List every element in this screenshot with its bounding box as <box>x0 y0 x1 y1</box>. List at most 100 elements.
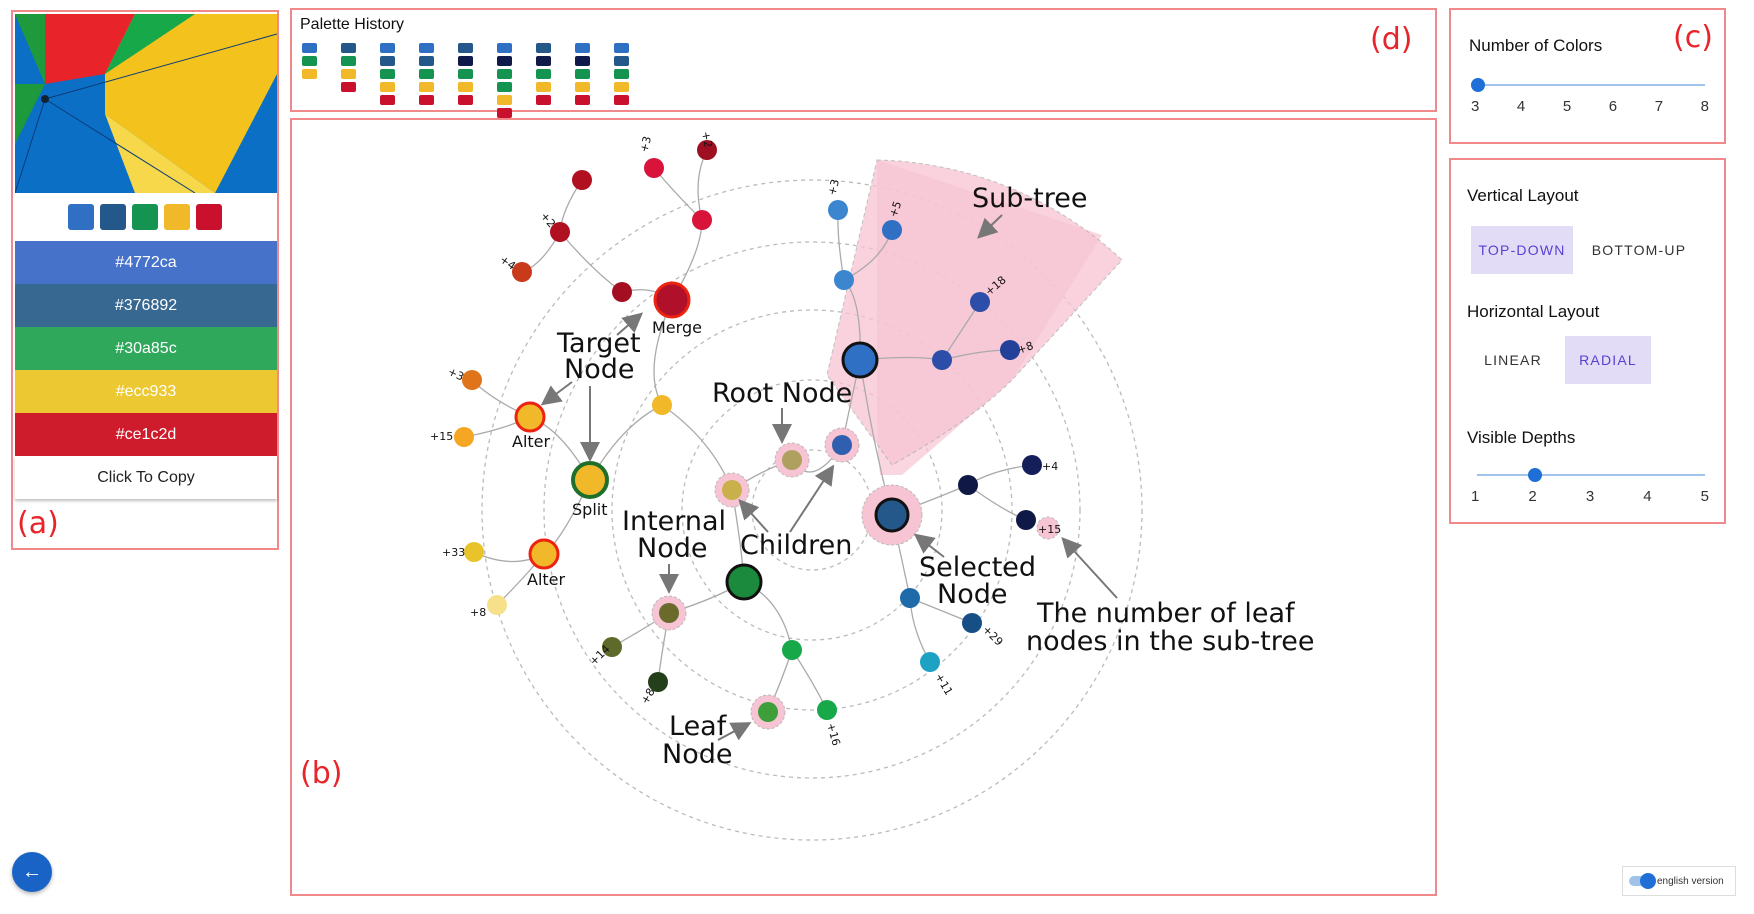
history-color-chip <box>419 82 434 92</box>
palette-history-item[interactable] <box>497 43 513 121</box>
leaf-count: +3 <box>637 135 654 154</box>
history-color-chip <box>380 95 395 105</box>
leaf-count: +29 <box>980 623 1006 649</box>
history-color-chip <box>302 43 317 53</box>
leaf-count-annotation: nodes in the sub-tree <box>1026 626 1315 657</box>
leaf-count: +11 <box>932 671 955 698</box>
bottom-up-button[interactable]: BOTTOM-UP <box>1591 242 1687 258</box>
number-of-colors-slider-thumb[interactable] <box>1471 78 1485 92</box>
palette-history-item[interactable] <box>419 43 435 108</box>
history-color-chip <box>536 82 551 92</box>
slider-tick-label: 6 <box>1608 98 1618 115</box>
palette-swatch[interactable] <box>196 204 222 230</box>
slider-tick-label: 1 <box>1471 488 1480 505</box>
split-label: Split <box>572 500 607 519</box>
panel-d-label: (d) <box>1370 22 1413 57</box>
palette-history-item[interactable] <box>536 43 552 108</box>
history-color-chip <box>497 95 512 105</box>
panel-a-label: (a) <box>17 506 59 541</box>
leaf-count: +8 <box>1016 339 1036 357</box>
history-color-chip <box>458 82 473 92</box>
selected-node-annotation: Node <box>937 579 1007 610</box>
visible-depths-title: Visible Depths <box>1467 428 1576 447</box>
history-color-chip <box>614 56 629 66</box>
number-of-colors-title: Number of Colors <box>1469 36 1603 55</box>
color-item[interactable]: #ce1c2d <box>15 413 277 456</box>
history-color-chip <box>497 69 512 79</box>
leaf-node-annotation: Leaf <box>669 711 728 742</box>
palette-history-item[interactable] <box>341 43 357 95</box>
palette-swatch[interactable] <box>132 204 158 230</box>
palette-history-item[interactable] <box>575 43 591 108</box>
visible-depths-slider-thumb[interactable] <box>1528 468 1542 482</box>
history-color-chip <box>536 56 551 66</box>
palette-swatch[interactable] <box>164 204 190 230</box>
slider-tick-label: 7 <box>1654 98 1664 115</box>
history-color-chip <box>575 95 590 105</box>
leaf-count: +8 <box>470 606 486 619</box>
number-of-colors-slider[interactable] <box>1477 84 1705 86</box>
merge-label: Merge <box>652 318 702 337</box>
slider-tick-label: 3 <box>1585 488 1595 505</box>
color-item[interactable]: #376892 <box>15 284 277 327</box>
back-button[interactable]: ← <box>12 852 52 892</box>
arrow-left-icon: ← <box>22 860 42 883</box>
visible-depths-slider[interactable] <box>1477 474 1705 476</box>
history-color-chip <box>458 56 473 66</box>
history-color-chip <box>380 43 395 53</box>
target-node-annotation: Target <box>556 328 641 359</box>
history-color-chip <box>341 69 356 79</box>
toggle-switch[interactable] <box>1629 873 1656 889</box>
language-toggle[interactable]: english version <box>1622 866 1736 896</box>
palette-history-panel: Palette History (d) <box>290 8 1437 118</box>
slider-tick-label: 5 <box>1562 98 1572 115</box>
history-color-chip <box>575 56 590 66</box>
alter-label: Alter <box>527 570 566 589</box>
palette-swatch[interactable] <box>68 204 94 230</box>
click-to-copy-button[interactable]: Click To Copy <box>15 456 277 499</box>
palette-tree-panel: +3 +2 +2 +4 +3 +5 +18 +8 +3 +15 +4 +15 +… <box>290 118 1437 896</box>
subtree-annotation: Sub-tree <box>972 183 1087 214</box>
palette-history-item[interactable] <box>614 43 630 108</box>
source-image <box>15 14 277 193</box>
leaf-count: +4 <box>1042 460 1058 473</box>
history-color-chip <box>419 56 434 66</box>
history-color-chip <box>458 69 473 79</box>
palette-swatches <box>13 204 277 230</box>
linear-button[interactable]: LINEAR <box>1484 352 1542 368</box>
history-color-chip <box>380 69 395 79</box>
history-color-chip <box>536 69 551 79</box>
color-item[interactable]: #4772ca <box>15 241 277 284</box>
palette-swatch[interactable] <box>100 204 126 230</box>
slider-tick-label: 8 <box>1700 98 1709 115</box>
top-down-button[interactable]: TOP-DOWN <box>1471 226 1573 274</box>
color-item[interactable]: #ecc933 <box>15 370 277 413</box>
history-color-chip <box>458 95 473 105</box>
history-color-chip <box>536 95 551 105</box>
history-color-chip <box>536 43 551 53</box>
history-color-chip <box>302 56 317 66</box>
history-color-chip <box>458 43 473 53</box>
radial-tree: +3 +2 +2 +4 +3 +5 +18 +8 +3 +15 +4 +15 +… <box>430 130 1315 841</box>
palette-history-item[interactable] <box>380 43 396 108</box>
color-item[interactable]: #30a85c <box>15 327 277 370</box>
internal-node-annotation: Node <box>637 533 707 564</box>
radial-button[interactable]: RADIAL <box>1565 336 1651 384</box>
vertical-layout-title: Vertical Layout <box>1467 186 1579 205</box>
history-color-chip <box>341 43 356 53</box>
history-color-chip <box>497 108 512 118</box>
history-color-chip <box>614 69 629 79</box>
leaf-count-annotation: The number of leaf <box>1036 598 1296 629</box>
history-color-chip <box>302 69 317 79</box>
leaf-count: +3 <box>825 178 842 197</box>
tree-nodes[interactable] <box>454 140 1060 730</box>
palette-history-item[interactable] <box>302 43 318 82</box>
history-color-chip <box>380 82 395 92</box>
root-node-annotation: Root Node <box>712 378 852 409</box>
palette-history-item[interactable] <box>458 43 474 108</box>
leaf-count: +16 <box>824 721 843 747</box>
history-color-chip <box>341 82 356 92</box>
language-toggle-label: english version <box>1657 875 1724 887</box>
